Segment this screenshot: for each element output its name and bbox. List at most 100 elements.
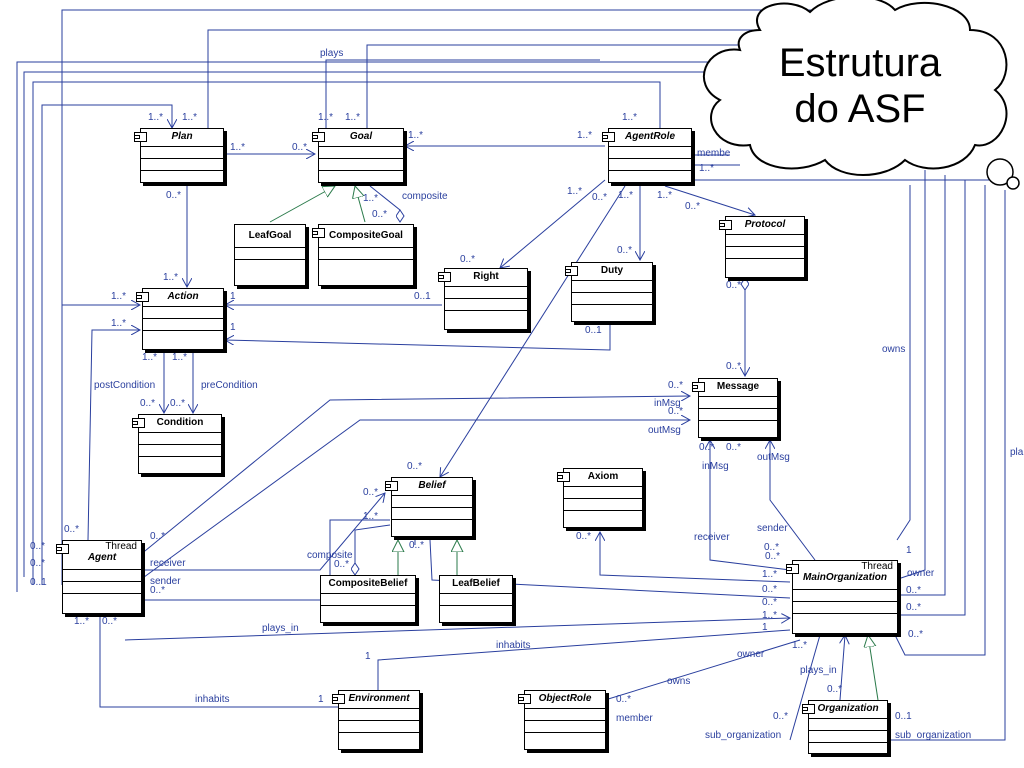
label-composite-2: composite xyxy=(307,550,353,561)
mult-mainorg-right-b: 0..* xyxy=(906,585,922,596)
class-icon xyxy=(438,272,451,282)
label-owns-2: owns xyxy=(667,676,691,687)
mult-protocol-top: 0..* xyxy=(685,201,701,212)
label-sender: sender xyxy=(150,576,181,587)
mult-action-bottom-b: 1..* xyxy=(172,352,188,363)
mult-message-top: 0..* xyxy=(726,361,742,372)
class-icon xyxy=(565,266,578,276)
mult-agent-bottom-b: 0..* xyxy=(102,616,118,627)
class-organization[interactable]: Organization xyxy=(802,700,888,754)
class-compositebelief[interactable]: CompositeBelief xyxy=(320,575,416,623)
mult-goal-top-1: 1..* xyxy=(318,112,334,123)
label-plays-in-2: plays_in xyxy=(800,665,837,676)
class-icon xyxy=(312,228,325,238)
mult-belief-top: 0..* xyxy=(407,461,423,472)
class-message[interactable]: Message xyxy=(692,378,778,438)
mult-duty-top: 0..* xyxy=(617,245,633,256)
class-compositegoal[interactable]: CompositeGoal xyxy=(312,224,414,286)
mult-organization-left: 0..* xyxy=(773,711,789,722)
class-axiom[interactable]: Axiom xyxy=(557,468,643,528)
mult-environment-top: 1 xyxy=(365,651,371,662)
class-icon xyxy=(332,694,345,704)
mult-action-bottom-a: 1..* xyxy=(142,352,158,363)
class-icon xyxy=(692,382,705,392)
mult-mainorg-left-a: 1..* xyxy=(762,569,778,580)
mult-mainorg-b: 0..* xyxy=(765,551,781,562)
mult-belief-left-b: 1..* xyxy=(363,511,379,522)
mult-mainorg-right-d: 0..* xyxy=(908,629,924,640)
label-receiver: receiver xyxy=(150,558,186,569)
class-leafgoal[interactable]: LeafGoal xyxy=(234,224,306,286)
mult-right-top: 0..* xyxy=(460,254,476,265)
class-leafbelief[interactable]: LeafBelief xyxy=(439,575,513,623)
mult-agentrole-c: 1..* xyxy=(618,190,634,201)
mult-message-left-a: 0..* xyxy=(668,380,684,391)
class-duty[interactable]: Duty xyxy=(565,262,653,322)
mult-goal-agentrole-a: 1..* xyxy=(408,130,424,141)
class-agentrole[interactable]: AgentRole xyxy=(602,128,692,183)
class-icon xyxy=(802,704,815,714)
mult-plan-top-2: 1..* xyxy=(182,112,198,123)
label-receiver-2: receiver xyxy=(694,532,730,543)
class-action[interactable]: Action xyxy=(136,288,224,350)
mult-mainorg-right-c: 0..* xyxy=(906,602,922,613)
mult-right-action: 0..1 xyxy=(414,291,431,302)
mult-agent-right-a: 0..* xyxy=(150,531,166,542)
class-icon xyxy=(134,132,147,142)
mult-agentrole-right: 1..* xyxy=(699,163,715,174)
class-name: CompositeBelief xyxy=(321,576,415,594)
class-icon xyxy=(719,220,732,230)
label-outmsg-2: outMsg xyxy=(757,452,790,463)
mult-message-bottom-b: 0..* xyxy=(726,442,742,453)
class-icon xyxy=(136,292,149,302)
cloud-text: Estrutura do ASF xyxy=(740,40,980,132)
mult-goal-agentrole-b: 1..* xyxy=(577,130,593,141)
class-environment[interactable]: Environment xyxy=(332,690,420,750)
mult-mainorg-left-d: 1..* xyxy=(762,610,778,621)
mult-mainorg-left-e: 1 xyxy=(762,622,768,633)
class-plan[interactable]: Plan xyxy=(134,128,224,183)
mult-organization-top: 0..* xyxy=(827,684,843,695)
mult-mainorg-bottom: 1..* xyxy=(792,640,808,651)
class-protocol[interactable]: Protocol xyxy=(719,216,805,278)
mult-agentrole-d: 1..* xyxy=(657,190,673,201)
label-inhabits: inhabits xyxy=(496,640,531,651)
class-belief[interactable]: Belief xyxy=(385,477,473,537)
class-name: LeafGoal xyxy=(235,225,305,248)
mult-agent-right-b: 0..* xyxy=(150,585,166,596)
mult-agent-top: 0..* xyxy=(64,524,80,535)
class-icon xyxy=(132,418,145,428)
mult-belief-left-a: 0..* xyxy=(363,487,379,498)
label-owner: owner xyxy=(737,649,765,660)
mult-mainorg-left-b: 0..* xyxy=(762,584,778,595)
mult-objectrole: 0..* xyxy=(616,694,632,705)
mult-duty-action: 0..1 xyxy=(585,325,602,336)
class-icon xyxy=(518,694,531,704)
class-icon xyxy=(602,132,615,142)
mult-agentrole-top: 1..* xyxy=(622,112,638,123)
mult-agent-left-a: 0..* xyxy=(30,541,46,552)
label-outmsg: outMsg xyxy=(648,425,681,436)
class-icon xyxy=(557,472,570,482)
label-inmsg: inMsg xyxy=(654,398,681,409)
mult-plan-bottom: 0..* xyxy=(166,190,182,201)
label-owns: owns xyxy=(882,344,906,355)
mult-protocol-bottom: 0..* xyxy=(726,280,742,291)
label-owner-2: owner xyxy=(907,568,935,579)
label-sender-2: sender xyxy=(757,523,788,534)
class-right[interactable]: Right xyxy=(438,268,528,330)
class-objectrole[interactable]: ObjectRole xyxy=(518,690,606,750)
label-member: member xyxy=(616,713,653,724)
mult-environment-left: 1 xyxy=(318,694,324,705)
mult-mainorg-right: 1 xyxy=(906,545,912,556)
label-inhabits-2: inhabits xyxy=(195,694,230,705)
class-icon xyxy=(56,544,69,554)
mult-action-left-a: 1..* xyxy=(111,291,127,302)
class-goal[interactable]: Goal xyxy=(312,128,404,183)
class-condition[interactable]: Condition xyxy=(132,414,222,474)
mult-message-left-b: 0..* xyxy=(668,406,684,417)
mult-action-right-b: 1 xyxy=(230,322,236,333)
mult-agent-left-c: 0..1 xyxy=(30,577,47,588)
